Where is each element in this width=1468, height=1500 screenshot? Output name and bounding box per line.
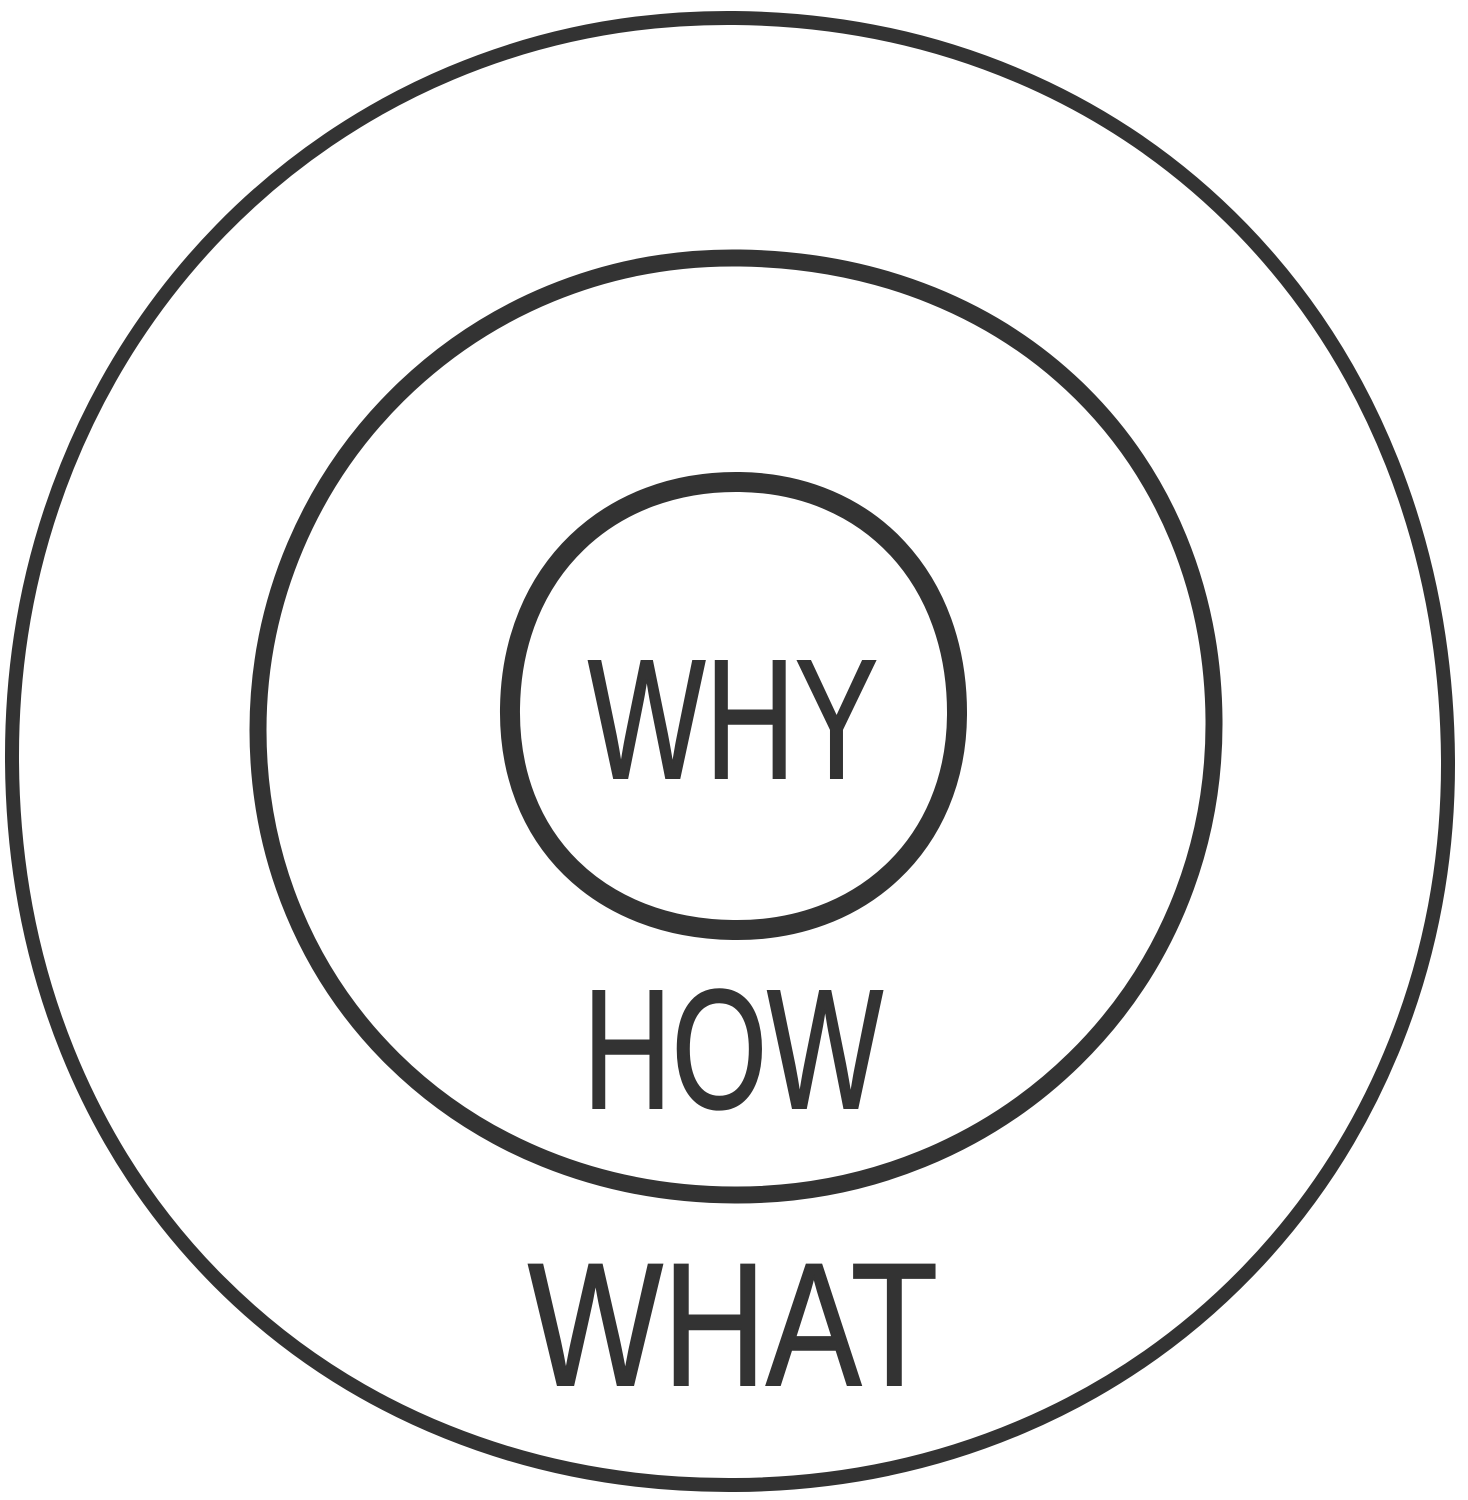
how-label: HOW: [583, 955, 883, 1145]
inner-circle: [499, 471, 968, 941]
outer-circle: [4, 10, 1456, 1493]
what-label: WHAT: [528, 1228, 938, 1423]
middle-circle: [249, 249, 1223, 1204]
why-label: WHY: [588, 625, 878, 815]
